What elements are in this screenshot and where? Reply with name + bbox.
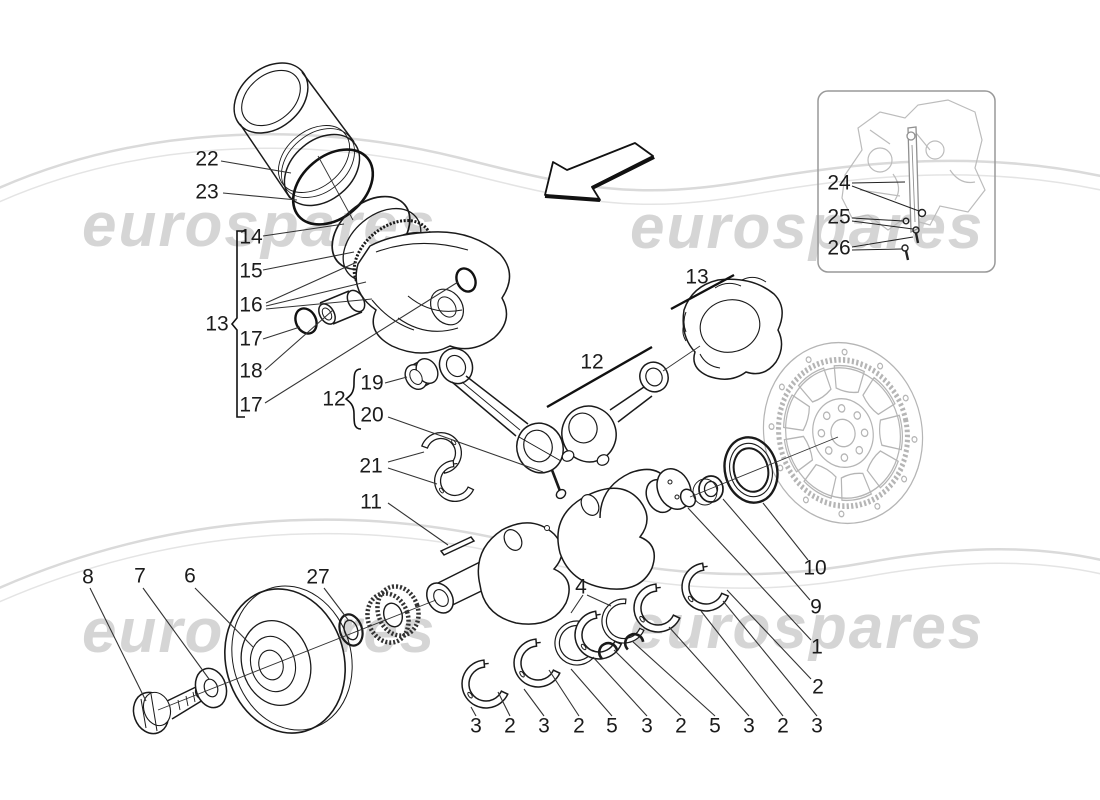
connecting-rod-right <box>561 361 669 466</box>
rear-seal <box>723 436 779 504</box>
circlip-left <box>294 307 318 335</box>
leader-lines <box>89 155 839 717</box>
pilot-bearing <box>692 475 724 506</box>
wrist-pin <box>318 289 366 325</box>
bar-13-right <box>670 273 735 311</box>
liner-o-ring <box>291 148 375 226</box>
small-end-bushing <box>404 357 439 391</box>
inset-box <box>817 90 996 273</box>
inset-fasteners <box>851 181 927 261</box>
piston-right <box>682 276 783 380</box>
woodruff-key <box>439 536 476 556</box>
bracket-13-left <box>230 230 245 418</box>
front-seal-ring <box>338 613 364 647</box>
direction-arrow-icon <box>544 142 655 202</box>
flywheel <box>762 341 924 525</box>
watermark-top-right: eurospares <box>630 193 985 262</box>
pulley-bolt <box>132 685 206 735</box>
timing-sprocket <box>365 584 421 645</box>
crankshaft <box>426 468 697 625</box>
inset-chain-rail <box>906 126 920 234</box>
cylinder-liner <box>233 62 361 207</box>
piston-left <box>355 231 511 354</box>
crankshaft-pulley <box>224 585 353 734</box>
flywheel-windows <box>783 364 904 502</box>
rod-bearing-shells <box>418 423 478 511</box>
inset-engine-sketch <box>841 99 986 231</box>
connecting-rod-left <box>438 347 567 500</box>
bar-12-right <box>546 345 653 409</box>
brace-12-left <box>344 368 362 430</box>
circlip-right <box>455 267 477 293</box>
